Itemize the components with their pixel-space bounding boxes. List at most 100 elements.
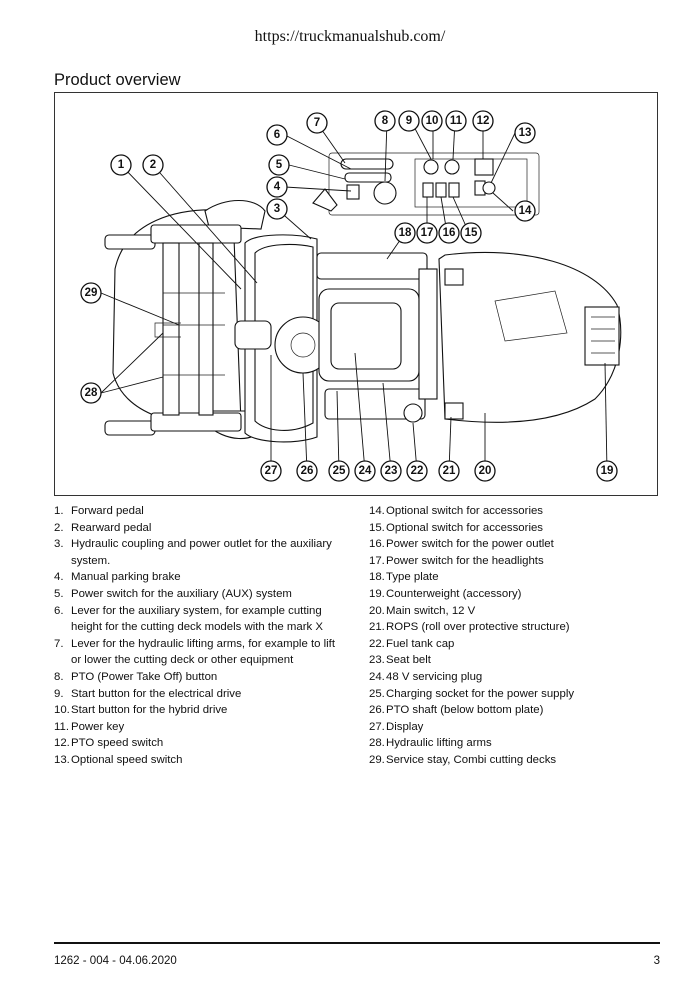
machine-body: [234, 234, 622, 443]
svg-text:11: 11: [450, 115, 463, 127]
callout-group: 1 2 3 4 5 6 7 8 9 10 11 12 13 14 15 16 1…: [80, 110, 618, 482]
list-item: 26.PTO shaft (below bottom plate): [369, 704, 544, 717]
svg-text:20: 20: [479, 465, 492, 477]
list-item: 21.ROPS (roll over protective structure): [369, 621, 570, 634]
section-title: Product overview: [54, 71, 181, 90]
list-item: 4.Manual parking brake: [54, 571, 181, 584]
svg-text:3: 3: [274, 203, 280, 215]
callout-11: 11: [445, 110, 467, 132]
callout-4: 4: [266, 176, 288, 198]
list-item: 23.Seat belt: [369, 654, 431, 667]
control-panel-inset: [312, 152, 540, 216]
list-item: 2.Rearward pedal: [54, 521, 152, 534]
svg-text:17: 17: [421, 227, 434, 239]
svg-text:21: 21: [443, 465, 456, 477]
list-item: 11.Power key: [54, 720, 125, 733]
svg-text:13: 13: [519, 127, 532, 139]
svg-text:4: 4: [274, 181, 281, 193]
svg-text:18: 18: [399, 227, 412, 239]
svg-text:26: 26: [301, 465, 314, 477]
list-item: 6.Lever for the auxiliary system, for ex…: [54, 604, 323, 634]
callout-2: 2: [142, 154, 164, 176]
product-overview-diagram: 1 2 3 4 5 6 7 8 9 10 11 12 13 14 15 16 1…: [54, 92, 658, 496]
callout-15: 15: [460, 222, 482, 244]
callout-12: 12: [472, 110, 494, 132]
svg-text:29: 29: [85, 287, 98, 299]
list-item: 18.Type plate: [369, 571, 439, 584]
callout-28: 28: [80, 382, 102, 404]
callout-21: 21: [438, 460, 460, 482]
footer-divider: [54, 942, 660, 944]
svg-text:10: 10: [426, 115, 439, 127]
list-item: 28.Hydraulic lifting arms: [369, 737, 492, 750]
callout-6: 6: [266, 124, 288, 146]
list-item: 7.Lever for the hydraulic lifting arms, …: [54, 637, 335, 667]
svg-text:23: 23: [385, 465, 398, 477]
list-item: 9.Start button for the electrical drive: [54, 687, 242, 700]
callout-14: 14: [514, 200, 536, 222]
front-cutting-deck: [104, 200, 266, 440]
svg-text:16: 16: [443, 227, 456, 239]
svg-text:19: 19: [601, 465, 614, 477]
svg-text:8: 8: [382, 115, 389, 127]
callout-22: 22: [406, 460, 428, 482]
callout-26: 26: [296, 460, 318, 482]
list-item: 3.Hydraulic coupling and power outlet fo…: [54, 538, 332, 567]
callout-7: 7: [306, 112, 328, 134]
callout-17: 17: [416, 222, 438, 244]
callout-27: 27: [260, 460, 282, 482]
list-item: 1.Forward pedal: [54, 505, 144, 517]
svg-text:27: 27: [265, 465, 278, 477]
callout-10: 10: [421, 110, 443, 132]
callout-1: 1: [110, 154, 132, 176]
callout-3: 3: [266, 198, 288, 220]
list-item: 24.48 V servicing plug: [369, 670, 483, 683]
svg-text:24: 24: [359, 465, 372, 477]
list-item: 13.Optional speed switch: [54, 753, 183, 766]
list-item: 22.Fuel tank cap: [369, 637, 455, 650]
callout-13: 13: [514, 122, 536, 144]
svg-text:9: 9: [406, 115, 412, 127]
list-item: 5.Power switch for the auxiliary (AUX) s…: [54, 587, 292, 600]
svg-text:25: 25: [333, 465, 346, 477]
callout-18: 18: [394, 222, 416, 244]
svg-text:22: 22: [411, 465, 424, 477]
callout-5: 5: [268, 154, 290, 176]
list-item: 10.Start button for the hybrid drive: [54, 704, 228, 717]
list-item: 16.Power switch for the power outlet: [369, 538, 554, 551]
svg-text:12: 12: [477, 115, 490, 127]
list-item: 14.Optional switch for accessories: [369, 505, 543, 517]
list-item: 25.Charging socket for the power supply: [369, 687, 575, 700]
callout-19: 19: [596, 460, 618, 482]
svg-text:2: 2: [150, 159, 156, 171]
svg-text:1: 1: [118, 159, 125, 171]
list-item: 20.Main switch, 12 V: [369, 604, 476, 617]
callout-9: 9: [398, 110, 420, 132]
callout-24: 24: [354, 460, 376, 482]
svg-text:6: 6: [274, 129, 280, 141]
list-item: 15.Optional switch for accessories: [369, 521, 543, 534]
callout-23: 23: [380, 460, 402, 482]
callout-25: 25: [328, 460, 350, 482]
svg-text:15: 15: [465, 227, 478, 239]
svg-text:28: 28: [85, 387, 98, 399]
svg-text:14: 14: [519, 205, 532, 217]
svg-text:5: 5: [276, 159, 283, 171]
svg-text:7: 7: [314, 117, 320, 129]
list-item: 8.PTO (Power Take Off) button: [54, 670, 218, 683]
document-code: 1262 - 004 - 04.06.2020: [54, 955, 177, 967]
legend-list-left: 1.Forward pedal 2.Rearward pedal 3.Hydra…: [54, 503, 346, 769]
list-item: 17.Power switch for the headlights: [369, 554, 544, 567]
mower-illustration: 1 2 3 4 5 6 7 8 9 10 11 12 13 14 15 16 1…: [80, 110, 622, 482]
source-url: https://truckmanualshub.com/: [254, 28, 446, 45]
page-number: 3: [653, 955, 660, 967]
callout-16: 16: [438, 222, 460, 244]
legend-list-right: 14.Optional switch for accessories 15.Op…: [369, 503, 659, 769]
list-item: 12.PTO speed switch: [54, 737, 164, 750]
list-item: 27.Display: [369, 720, 424, 733]
callout-8: 8: [374, 110, 396, 132]
list-item: 19.Counterweight (accessory): [369, 587, 522, 600]
callout-20: 20: [474, 460, 496, 482]
list-item: 29.Service stay, Combi cutting decks: [369, 753, 557, 766]
callout-29: 29: [80, 282, 102, 304]
